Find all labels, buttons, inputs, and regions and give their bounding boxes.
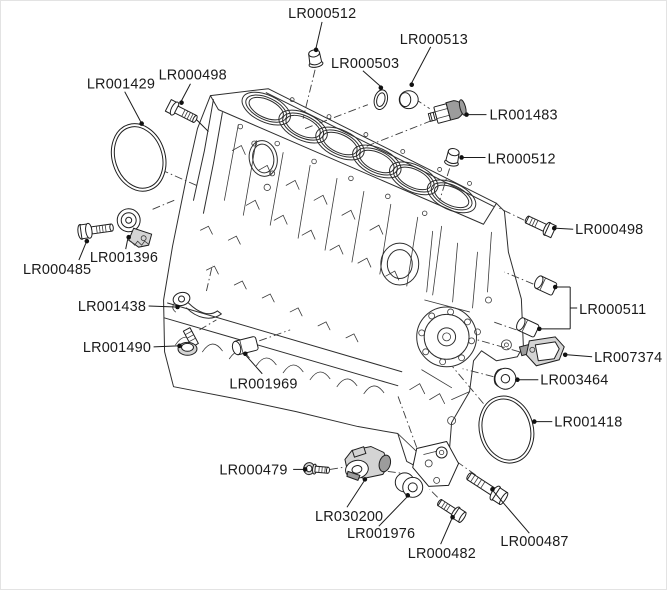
- front-face-port: [248, 140, 278, 191]
- label-lr001483: LR001483: [489, 108, 557, 124]
- label-lr000498-right: LR000498: [575, 222, 643, 238]
- label-lr000479: LR000479: [219, 462, 287, 478]
- label-lr001429: LR001429: [87, 77, 155, 93]
- part-oil-pressure-switch: [427, 99, 467, 124]
- label-lr000512-top: LR000512: [288, 6, 356, 22]
- crank-flange: [416, 306, 478, 368]
- part-dowel-left: [231, 336, 259, 356]
- centerlines: [146, 69, 534, 498]
- part-labels: LR000512 LR000513 LR000503 LR001429 LR00…: [23, 6, 662, 562]
- rear-bore-opening: [380, 242, 420, 286]
- part-sensor-bracket: [412, 441, 460, 487]
- part-oring-large-left: [110, 123, 167, 192]
- label-lr000487: LR000487: [500, 534, 568, 550]
- part-crank-sensor: [518, 336, 565, 367]
- label-lr030200: LR030200: [315, 509, 383, 525]
- front-face-webbing: [200, 144, 400, 343]
- deck-bolt-holes: [237, 97, 472, 216]
- part-bolt-long: [466, 472, 509, 506]
- engine-block-drawing: [163, 88, 524, 473]
- part-screw-small: [303, 462, 330, 476]
- pan-rail-lines: [164, 302, 403, 387]
- label-lr001396: LR001396: [90, 250, 158, 266]
- part-core-plug: [398, 90, 419, 110]
- leader-lines: [78, 21, 593, 545]
- part-knock-sensor: [344, 445, 392, 482]
- label-lr001438: LR001438: [78, 299, 146, 315]
- label-lr000482: LR000482: [408, 546, 476, 562]
- label-lr001490: LR001490: [83, 340, 151, 356]
- cylinder-bores: [241, 91, 477, 214]
- label-lr001418: LR001418: [554, 415, 622, 431]
- label-lr000485: LR000485: [23, 262, 91, 278]
- label-lr000512-right: LR000512: [487, 151, 555, 167]
- part-sealing-plug-right: [444, 148, 460, 167]
- part-screw-flanged: [177, 327, 199, 356]
- part-dowel-upper: [533, 275, 558, 296]
- part-bolt-right: [524, 215, 557, 239]
- label-lr007374: LR007374: [594, 350, 662, 366]
- part-oring-large-right: [478, 395, 535, 464]
- part-grommet: [493, 367, 517, 390]
- part-bolt-top-left: [164, 99, 198, 123]
- label-lr003464: LR003464: [540, 373, 608, 389]
- rear-face-ribs: [397, 230, 492, 455]
- part-oil-jet: [172, 291, 222, 319]
- front-face-ribs: [223, 124, 443, 296]
- label-lr000513: LR000513: [400, 32, 468, 48]
- label-lr000503: LR000503: [331, 56, 399, 72]
- part-roller: [394, 472, 424, 498]
- part-bolt-left: [77, 222, 114, 240]
- part-dowel-lower: [516, 317, 540, 338]
- part-tensioner: [116, 208, 153, 248]
- label-lr001976: LR001976: [347, 526, 415, 542]
- label-lr000511: LR000511: [579, 302, 646, 318]
- label-lr001969: LR001969: [229, 377, 297, 393]
- label-lr000498-left: LR000498: [159, 68, 227, 84]
- block-outline: [163, 88, 524, 473]
- part-oring-seal: [373, 89, 389, 110]
